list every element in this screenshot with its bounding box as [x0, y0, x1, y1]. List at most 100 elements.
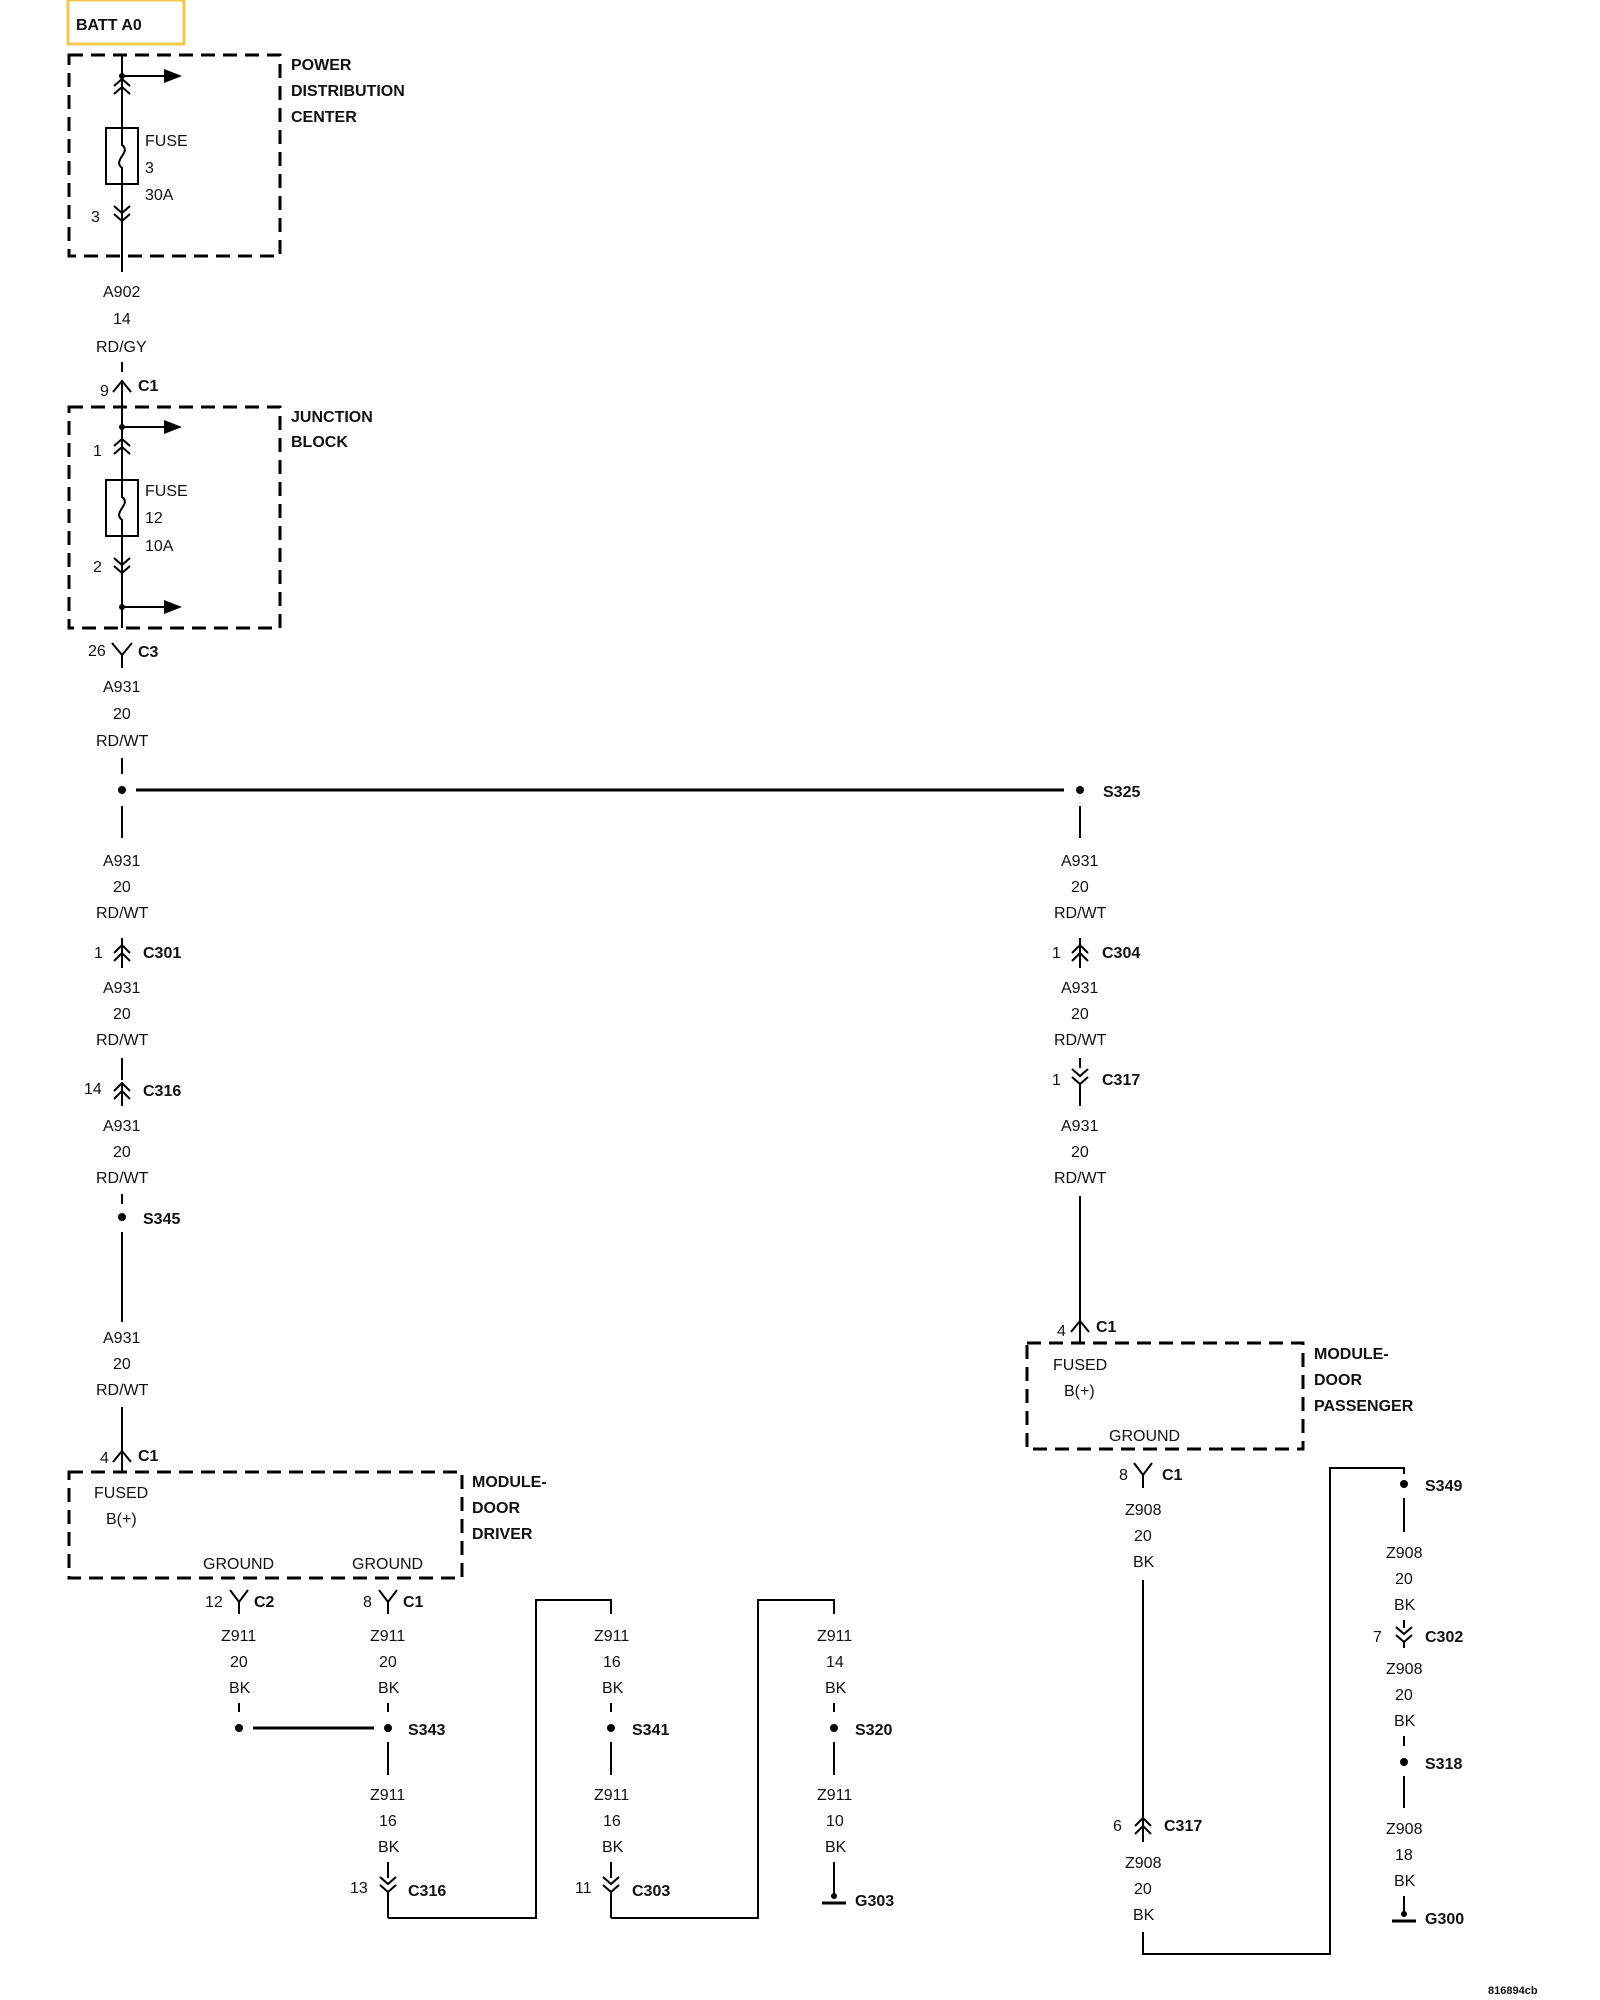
pass-w3-circuit: Z908	[1386, 1545, 1423, 1562]
module-passenger-title-3: PASSENGER	[1314, 1398, 1414, 1415]
drv-c303-connector	[602, 1862, 620, 1918]
right-c317-connector	[1071, 1058, 1089, 1106]
pass-w4-circuit: Z908	[1386, 1661, 1423, 1678]
pass-out-c1-pin: 8	[1119, 1467, 1128, 1484]
drv-wc1-color: BK	[378, 1680, 400, 1697]
pdc-out-pin: 3	[91, 209, 100, 226]
s320-node	[830, 1724, 838, 1732]
pass-w3-color: BK	[1394, 1597, 1416, 1614]
module-driver-title-1: MODULE-	[472, 1474, 547, 1491]
left-wire1-gauge: 20	[113, 879, 131, 896]
jb-fuse-label-1: FUSE	[145, 483, 188, 500]
drv-s343-down-gauge: 16	[379, 1813, 397, 1830]
pass-c317-connector	[1134, 1812, 1152, 1842]
drv-s341-down-color: BK	[602, 1839, 624, 1856]
a902-gauge: 14	[113, 311, 131, 328]
left-c316-connector	[113, 1058, 131, 1106]
module-driver-ground-1: GROUND	[203, 1556, 274, 1573]
module-driver-fused: FUSED	[94, 1485, 148, 1502]
right-c317-name: C317	[1102, 1072, 1140, 1089]
module-driver-ground-2: GROUND	[352, 1556, 423, 1573]
drv-s341-down-circuit: Z911	[594, 1787, 629, 1804]
g303-ground-symbol	[822, 1893, 846, 1905]
pass-w1-gauge: 20	[1134, 1528, 1152, 1545]
pass-c302-name: C302	[1425, 1629, 1463, 1646]
left-mod-c1-name: C1	[138, 1448, 159, 1465]
left-wire4-color: RD/WT	[96, 1382, 149, 1399]
pass-c302-connector	[1395, 1620, 1413, 1648]
pdc-title-2: DISTRIBUTION	[291, 83, 405, 100]
drv-s341-down-gauge: 16	[603, 1813, 621, 1830]
drv-c303-name: C303	[632, 1883, 670, 1900]
s325-label: S325	[1103, 784, 1140, 801]
s349-label: S349	[1425, 1478, 1462, 1495]
drv-s320-up-gauge: 14	[826, 1654, 844, 1671]
jb-c3-pin: 26	[88, 643, 106, 660]
drv-wc2-circuit: Z911	[221, 1628, 256, 1645]
pdc-fuse-element	[118, 128, 126, 184]
right-wire1-circuit: A931	[1061, 853, 1098, 870]
pass-out-c1-name: C1	[1162, 1467, 1183, 1484]
right-wire3-color: RD/WT	[1054, 1170, 1107, 1187]
source-label: BATT A0	[76, 17, 142, 34]
left-c301-pin: 1	[94, 945, 103, 962]
s349-node	[1400, 1480, 1408, 1488]
jb-c1-connector	[112, 379, 132, 408]
drv-loop-2	[611, 1599, 835, 1919]
s318-label: S318	[1425, 1756, 1462, 1773]
drv-c2-name: C2	[254, 1594, 275, 1611]
drv-s320-up-color: BK	[825, 1680, 847, 1697]
left-c316-pin: 14	[84, 1081, 102, 1098]
module-passenger-title-1: MODULE-	[1314, 1346, 1389, 1363]
drv-c303-pin: 11	[575, 1880, 592, 1897]
module-driver-title-2: DOOR	[472, 1500, 520, 1517]
pdc-title-1: POWER	[291, 57, 352, 74]
pass-c317-pin: 6	[1113, 1818, 1122, 1835]
jb-fuse-label-2: 12	[145, 510, 163, 527]
drv-c1-pin: 8	[363, 1594, 372, 1611]
left-wire3-color: RD/WT	[96, 1170, 149, 1187]
drv-s320-down-gauge: 10	[826, 1813, 844, 1830]
drv-s320-down-color: BK	[825, 1839, 847, 1856]
left-c301-connector	[113, 938, 131, 968]
a931-a-circuit: A931	[103, 679, 140, 696]
right-wire1-gauge: 20	[1071, 879, 1089, 896]
a931-a-color: RD/WT	[96, 733, 149, 750]
left-mod-c1-pin: 4	[100, 1450, 109, 1467]
pdc-fuse-label-3: 30A	[145, 187, 174, 204]
pass-w5-color: BK	[1394, 1873, 1416, 1890]
s320-label: S320	[855, 1722, 892, 1739]
jb-out-pin: 2	[93, 559, 102, 576]
g300-label: G300	[1425, 1911, 1464, 1928]
drv-c2-pin: 12	[205, 1594, 223, 1611]
s343-node	[384, 1724, 392, 1732]
jb-title-1: JUNCTION	[291, 409, 373, 426]
source-box	[66, 0, 186, 46]
left-c316-name: C316	[143, 1083, 181, 1100]
right-wire2-gauge: 20	[1071, 1006, 1089, 1023]
right-wire2-color: RD/WT	[1054, 1032, 1107, 1049]
drv-s343-down-circuit: Z911	[370, 1787, 405, 1804]
jb-in-pin: 1	[93, 443, 102, 460]
pass-w4-color: BK	[1394, 1713, 1416, 1730]
right-c304-pin: 1	[1052, 945, 1061, 962]
right-c304-name: C304	[1102, 945, 1140, 962]
drv-s320-up-circuit: Z911	[817, 1628, 852, 1645]
jb-fuse-label-3: 10A	[145, 538, 174, 555]
g303-label: G303	[855, 1893, 894, 1910]
drv-s341-up-circuit: Z911	[594, 1628, 629, 1645]
pass-w5-circuit: Z908	[1386, 1821, 1423, 1838]
jb-c1-pin: 9	[100, 383, 109, 400]
pdc-fuse-label-1: FUSE	[145, 133, 188, 150]
g300-ground-symbol	[1392, 1911, 1416, 1923]
jb-bus-arrowhead-top	[164, 420, 182, 434]
s345-node	[118, 1213, 126, 1221]
right-mod-c1-name: C1	[1096, 1319, 1117, 1336]
left-wire4-circuit: A931	[103, 1330, 140, 1347]
jb-outline	[67, 405, 282, 630]
a931-a-gauge: 20	[113, 706, 131, 723]
module-passenger-title-2: DOOR	[1314, 1372, 1362, 1389]
left-wire2-gauge: 20	[113, 1006, 131, 1023]
jb-out-connector	[113, 557, 131, 575]
right-mod-c1-pin: 4	[1057, 1323, 1066, 1340]
